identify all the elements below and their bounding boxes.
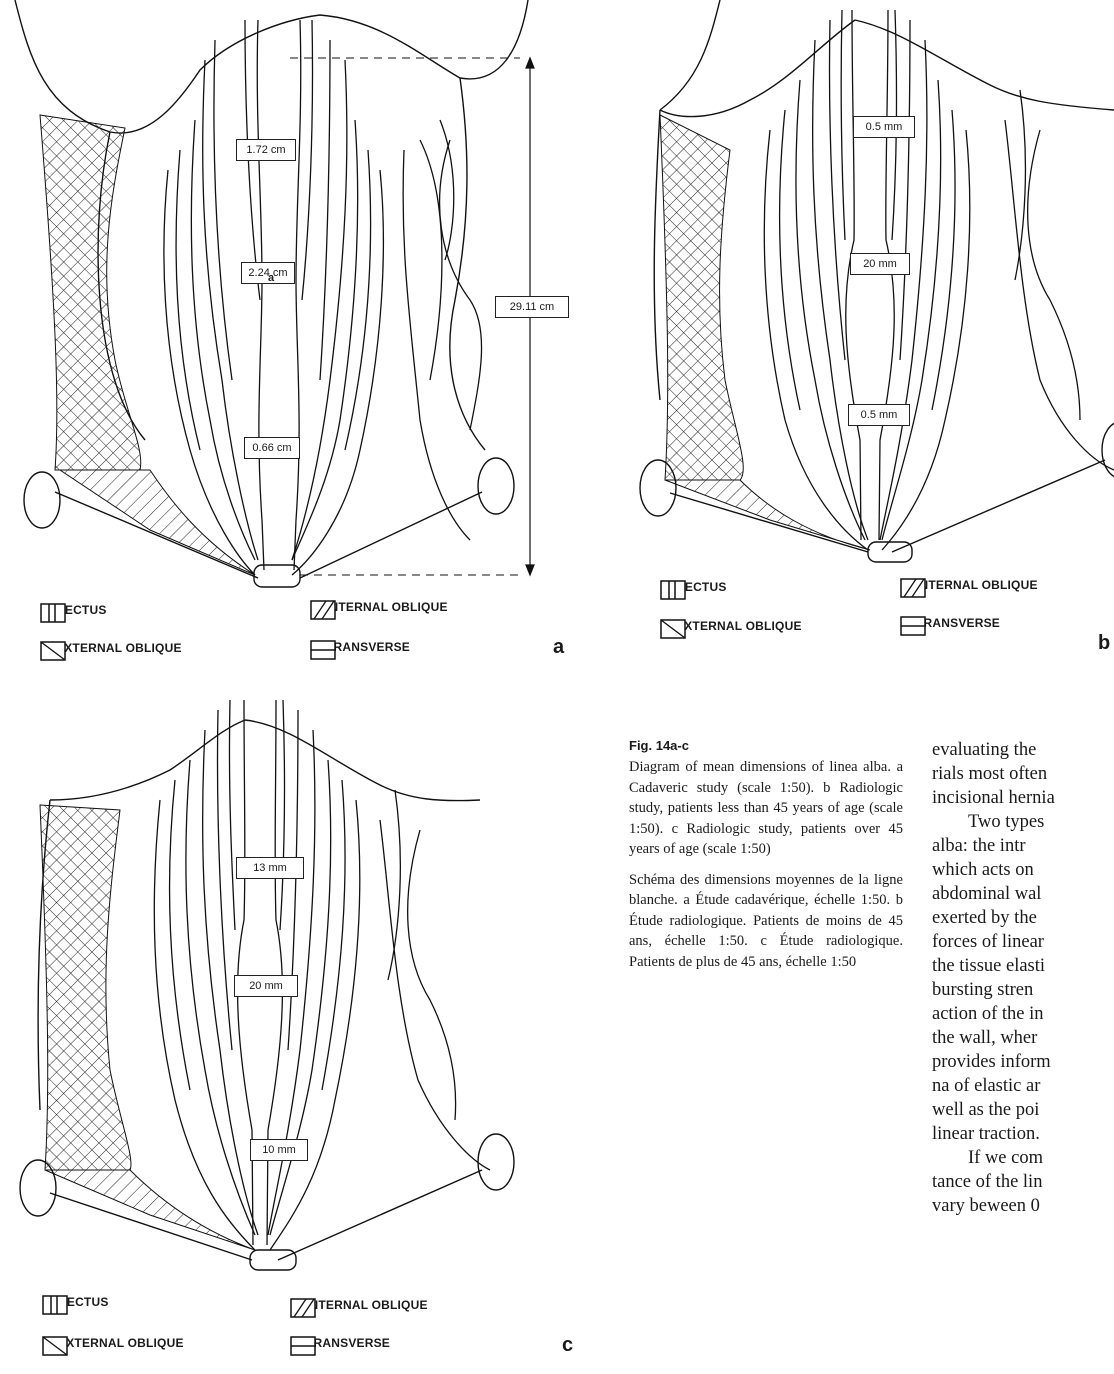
internal-oblique-swatch (290, 1298, 316, 1318)
body-line: linear traction. (932, 1122, 1114, 1146)
internal-oblique-swatch (900, 578, 926, 598)
body-line: If we com (932, 1146, 1114, 1170)
body-line: well as the poi (932, 1098, 1114, 1122)
legend-internal-oblique-label: INTERNAL OBLIQUE (306, 1298, 428, 1312)
body-line: vary beween 0 (932, 1194, 1114, 1218)
external-oblique-swatch (660, 619, 686, 639)
legend-external-oblique: EXTERNAL OBLIQUE (40, 641, 182, 655)
legend-internal-oblique-label: INTERNAL OBLIQUE (916, 578, 1038, 592)
abdomen-diagram-b (620, 0, 1114, 670)
total-length-label: 29.11 cm (495, 296, 569, 318)
body-line: incisional hernia (932, 786, 1114, 810)
body-line: the tissue elasti (932, 954, 1114, 978)
body-line: evaluating the (932, 738, 1114, 762)
body-line: na of elastic ar (932, 1074, 1114, 1098)
legend-external-oblique: EXTERNAL OBLIQUE (42, 1336, 184, 1350)
caption-title: Fig. 14a-c (629, 738, 903, 753)
dimension-label-upper: 1.72 cm (236, 139, 296, 161)
rectus-swatch (40, 603, 66, 623)
legend-transverse: TRANSVERSE (900, 616, 1000, 630)
panel-letter-b: b (1098, 632, 1110, 655)
panel-letter-c: c (562, 1334, 573, 1357)
legend-external-oblique-label: EXTERNAL OBLIQUE (56, 641, 182, 655)
body-line: forces of linear (932, 930, 1114, 954)
transverse-swatch (310, 640, 336, 660)
legend-external-oblique-label: EXTERNAL OBLIQUE (58, 1336, 184, 1350)
legend-internal-oblique: INTERNAL OBLIQUE (900, 578, 1038, 592)
body-line: the wall, wher (932, 1026, 1114, 1050)
dimension-label-lower: 0.5 mm (848, 404, 910, 426)
rectus-swatch (42, 1295, 68, 1315)
body-line: provides inform (932, 1050, 1114, 1074)
body-line: alba: the intr (932, 834, 1114, 858)
body-line: abdominal wal (932, 882, 1114, 906)
dimension-label-lower: 0.66 cm (244, 437, 300, 459)
dimension-label-middle: 20 mm (850, 253, 910, 275)
legend-rectus: RECTUS (660, 580, 727, 594)
legend-transverse: TRANSVERSE (290, 1336, 390, 1350)
caption-english: Diagram of mean dimensions of linea alba… (629, 757, 903, 860)
figure-panel-b: 0.5 mm 20 mm 0.5 mm RECTUS INTERNAL OBLI… (620, 0, 1114, 670)
legend-rectus: RECTUS (40, 603, 107, 617)
body-line: tance of the lin (932, 1170, 1114, 1194)
legend-internal-oblique-label: INTERNAL OBLIQUE (326, 600, 448, 614)
body-line: bursting stren (932, 978, 1114, 1002)
caption-french: Schéma des dimensions moyennes de la lig… (629, 870, 903, 973)
transverse-swatch (900, 616, 926, 636)
legend-transverse-label: TRANSVERSE (916, 616, 1000, 630)
body-line: Two types (932, 810, 1114, 834)
legend-rectus: RECTUS (42, 1295, 109, 1309)
internal-oblique-swatch (310, 600, 336, 620)
dimension-label-upper: 13 mm (236, 857, 304, 879)
legend-internal-oblique: INTERNAL OBLIQUE (310, 600, 448, 614)
legend-transverse: TRANSVERSE (310, 640, 410, 654)
external-oblique-swatch (42, 1336, 68, 1356)
abdomen-diagram-a (0, 0, 600, 670)
marker-text: a (268, 272, 274, 284)
legend-transverse-label: TRANSVERSE (326, 640, 410, 654)
body-line: which acts on (932, 858, 1114, 882)
legend-transverse-label: TRANSVERSE (306, 1336, 390, 1350)
figure-panel-c: 13 mm 20 mm 10 mm RECTUS INTERNAL OBLIQU… (0, 690, 600, 1374)
legend-internal-oblique: INTERNAL OBLIQUE (290, 1298, 428, 1312)
rectus-swatch (660, 580, 686, 600)
external-oblique-swatch (40, 641, 66, 661)
body-line: rials most often (932, 762, 1114, 786)
figure-caption: Fig. 14a-c Diagram of mean dimensions of… (629, 738, 903, 982)
legend-external-oblique-label: EXTERNAL OBLIQUE (676, 619, 802, 633)
abdomen-diagram-c (0, 690, 600, 1374)
panel-letter-a: a (553, 636, 564, 659)
figure-panel-a: 1.72 cm 2.24 cm a 0.66 cm 29.11 cm RECTU… (0, 0, 600, 670)
dimension-label-middle: 20 mm (234, 975, 298, 997)
legend-external-oblique: EXTERNAL OBLIQUE (660, 619, 802, 633)
transverse-swatch (290, 1336, 316, 1356)
body-text-column: evaluating the rials most often incision… (932, 738, 1114, 1218)
body-line: exerted by the (932, 906, 1114, 930)
body-line: action of the in (932, 1002, 1114, 1026)
dimension-label-upper: 0.5 mm (853, 116, 915, 138)
dimension-label-lower: 10 mm (250, 1139, 308, 1161)
